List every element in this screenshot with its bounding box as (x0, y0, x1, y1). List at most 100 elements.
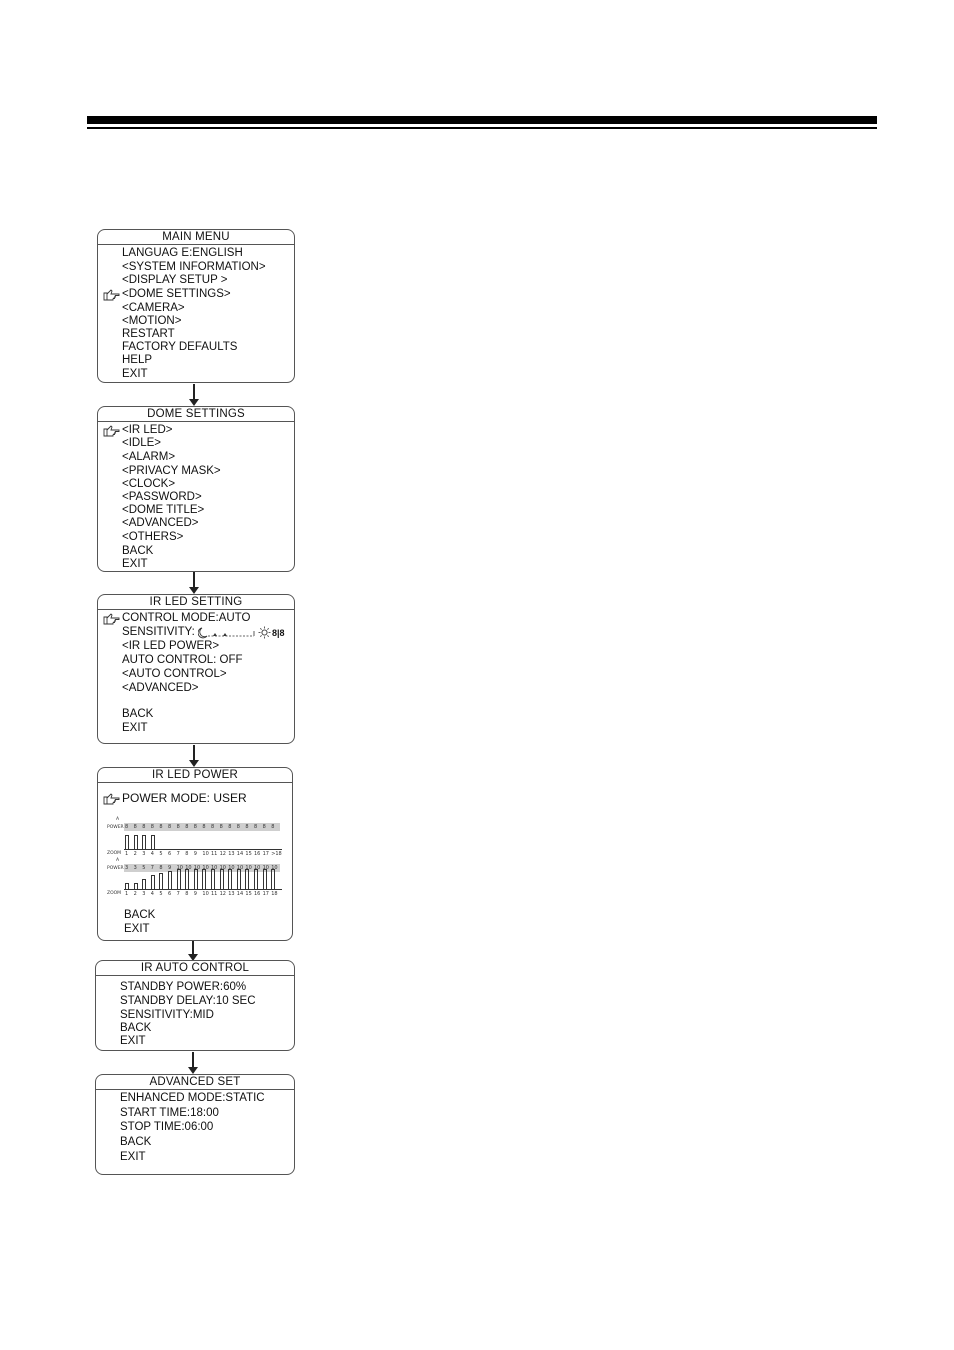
auto-item-back[interactable]: BACK (120, 1022, 152, 1034)
chart1-x-label-12: 12 (219, 851, 226, 857)
sensitivity-slider[interactable] (198, 626, 258, 639)
dome-item-advanced[interactable]: <ADVANCED> (122, 517, 199, 529)
chart2-x-label-15: 15 (245, 891, 252, 897)
chart1-bar-1 (125, 835, 129, 850)
chart1-x-label-4: 4 (150, 851, 154, 857)
dome-item-idle[interactable]: <IDLE> (122, 437, 161, 449)
auto-item-sensitivity[interactable]: SENSITIVITY:MID (120, 1009, 214, 1021)
dome-item-clock[interactable]: <CLOCK> (122, 478, 176, 490)
dome-item-privacy-mask[interactable]: <PRIVACY MASK> (122, 465, 221, 477)
advanced-item-exit[interactable]: EXIT (120, 1151, 146, 1163)
dome-item-exit[interactable]: EXIT (122, 558, 148, 570)
chart2-value-17[interactable]: 10 (262, 865, 269, 871)
dome-settings-title: DOME SETTINGS (98, 407, 294, 422)
chart1-value-11[interactable]: 8 (211, 824, 215, 830)
chart2-value-2[interactable]: 3 (133, 865, 137, 871)
main-menu-item-camera[interactable]: <CAMERA> (122, 302, 185, 314)
ir-item-control-mode[interactable]: CONTROL MODE:AUTO (122, 612, 251, 624)
pointing-hand-icon (103, 793, 120, 805)
advanced-set-title: ADVANCED SET (96, 1075, 294, 1090)
chart1-value-18[interactable]: 8 (271, 824, 275, 830)
chart1-value-9[interactable]: 8 (193, 824, 197, 830)
chart2-value-16[interactable]: 10 (254, 865, 261, 871)
chart2-bar-9 (193, 869, 198, 890)
auto-item-standby-delay[interactable]: STANDBY DELAY:10 SEC (120, 995, 256, 1007)
chart2-x-label-9: 9 (193, 891, 197, 897)
chart2-value-11[interactable]: 10 (211, 865, 218, 871)
chart2-value-7[interactable]: 10 (176, 865, 183, 871)
advanced-item-stop-time[interactable]: STOP TIME:06:00 (120, 1121, 214, 1133)
chart2-value-8[interactable]: 10 (185, 865, 192, 871)
chart2-value-13[interactable]: 10 (228, 865, 235, 871)
main-menu-item-exit[interactable]: EXIT (122, 368, 148, 380)
main-menu-item-dome-settings[interactable]: <DOME SETTINGS> (122, 288, 231, 300)
dome-item-back[interactable]: BACK (122, 545, 154, 557)
flow-arrow-5 (188, 1052, 198, 1074)
chart2-x-label-7: 7 (176, 891, 180, 897)
auto-item-exit[interactable]: EXIT (120, 1035, 146, 1047)
ir-item-auto-control-status[interactable]: AUTO CONTROL: OFF (122, 654, 243, 666)
chart1-value-17[interactable]: 8 (262, 824, 266, 830)
main-menu-item-system-information[interactable]: <SYSTEM INFORMATION> (122, 261, 266, 273)
chart2-value-5[interactable]: 8 (159, 865, 163, 871)
chart2-x-label-2: 2 (133, 891, 137, 897)
main-menu-item-language[interactable]: LANGUAG E:ENGLISH (122, 247, 243, 259)
ir-item-advanced[interactable]: <ADVANCED> (122, 682, 199, 694)
chart1-value-16[interactable]: 8 (254, 824, 258, 830)
chart1-value-2[interactable]: 8 (133, 824, 137, 830)
chart2-x-label-5: 5 (159, 891, 163, 897)
dome-item-password[interactable]: <PASSWORD> (122, 491, 202, 503)
chart2-bar-16 (254, 869, 258, 890)
sensitivity-value: 8|8 (272, 628, 285, 638)
power-item-back[interactable]: BACK (124, 909, 156, 921)
chart1-x-label-18: >18 (271, 851, 282, 857)
main-menu-item-restart[interactable]: RESTART (122, 328, 175, 340)
power-mode-value[interactable]: POWER MODE: USER (122, 791, 247, 805)
main-menu-item-help[interactable]: HELP (122, 354, 153, 366)
dome-item-ir-led[interactable]: <IR LED> (122, 424, 173, 436)
chart1-value-12[interactable]: 8 (219, 824, 223, 830)
auto-item-standby-power[interactable]: STANDBY POWER:60% (120, 981, 247, 993)
chart2-value-4[interactable]: 7 (150, 865, 154, 871)
dome-item-alarm[interactable]: <ALARM> (122, 451, 176, 463)
chart2-value-18[interactable]: 10 (271, 865, 278, 871)
main-menu-item-motion[interactable]: <MOTION> (122, 315, 182, 327)
ir-item-sensitivity[interactable]: SENSITIVITY: (122, 626, 195, 638)
chart2-value-14[interactable]: 10 (236, 865, 244, 871)
chart2-value-10[interactable]: 10 (202, 865, 209, 871)
chart2-value-1[interactable]: 3 (125, 865, 129, 871)
ir-item-auto-control[interactable]: <AUTO CONTROL> (122, 668, 227, 680)
pointing-hand-icon (103, 613, 120, 625)
ir-item-exit[interactable]: EXIT (122, 722, 148, 734)
advanced-item-back[interactable]: BACK (120, 1136, 152, 1148)
chart2-value-9[interactable]: 10 (193, 865, 201, 871)
chart2-value-3[interactable]: 5 (142, 865, 146, 871)
ir-item-back[interactable]: BACK (122, 708, 154, 720)
chart1-value-10[interactable]: 8 (202, 824, 206, 830)
chart2-x-label-17: 17 (262, 891, 269, 897)
chart1-value-13[interactable]: 8 (228, 824, 232, 830)
dome-item-dome-title[interactable]: <DOME TITLE> (122, 504, 205, 516)
pointing-hand-icon (103, 289, 120, 301)
ir-item-ir-led-power[interactable]: <IR LED POWER> (122, 640, 220, 652)
chart1-value-8[interactable]: 8 (185, 824, 189, 830)
chart2-value-12[interactable]: 10 (219, 865, 226, 871)
main-menu-item-factory-defaults[interactable]: FACTORY DEFAULTS (122, 341, 238, 353)
advanced-item-start-time[interactable]: START TIME:18:00 (120, 1107, 219, 1119)
power-item-exit[interactable]: EXIT (124, 923, 150, 935)
chart1-value-6[interactable]: 8 (168, 824, 172, 830)
header-rule-thin (87, 127, 877, 129)
chart2-value-6[interactable]: 9 (168, 865, 172, 871)
chart2-bar-6 (168, 871, 172, 890)
main-menu-item-display-setup[interactable]: <DISPLAY SETUP > (122, 274, 228, 286)
chart2-value-15[interactable]: 10 (245, 865, 252, 871)
dome-item-others[interactable]: <OTHERS> (122, 531, 184, 543)
chart1-value-15[interactable]: 8 (245, 824, 249, 830)
chart1-value-1[interactable]: 8 (125, 824, 129, 830)
chart1-value-3[interactable]: 8 (142, 824, 146, 830)
advanced-item-enhanced-mode[interactable]: ENHANCED MODE:STATIC (120, 1092, 265, 1104)
chart1-value-7[interactable]: 8 (176, 824, 180, 830)
chart1-value-5[interactable]: 8 (159, 824, 163, 830)
chart1-value-4[interactable]: 8 (150, 824, 154, 830)
chart1-value-14[interactable]: 8 (236, 824, 240, 830)
